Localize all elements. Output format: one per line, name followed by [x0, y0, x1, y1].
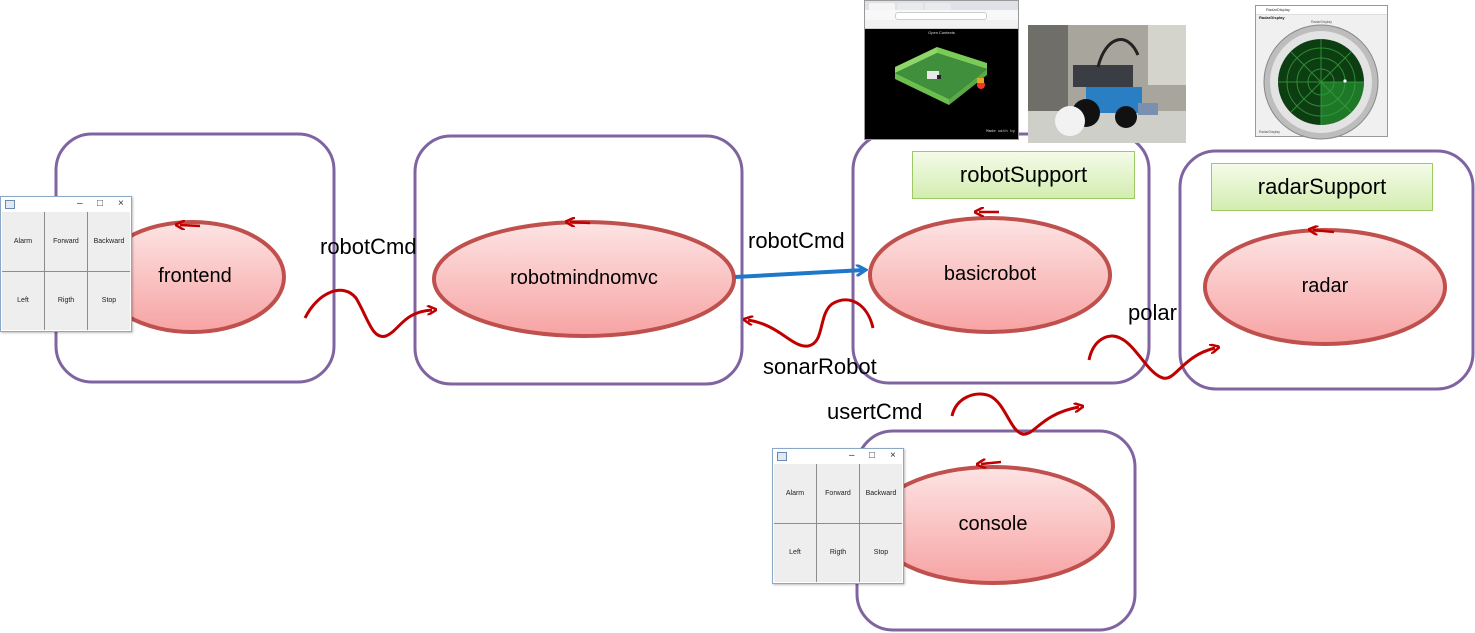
left-button[interactable]: Left	[2, 271, 44, 330]
context-robotmind	[413, 134, 744, 386]
backward-button[interactable]: Backward	[860, 464, 902, 523]
scene-3d	[895, 47, 987, 105]
msg-arrow-robotcmd-frontend	[303, 288, 432, 338]
control-window-console: – □ × Alarm Forward Backward Left Rigth …	[772, 448, 904, 584]
loop-arrow-console	[981, 462, 1002, 464]
msg-label-usertcmd: usertCmd	[827, 399, 923, 424]
msg-arrow-sonarrobot	[748, 298, 875, 348]
right-button[interactable]: Rigth	[45, 271, 87, 330]
forward-button[interactable]: Forward	[45, 212, 87, 271]
radar-window-titlebar: RadarDisplay	[1256, 6, 1387, 15]
button-grid: Alarm Forward Backward Left Rigth Stop	[2, 212, 130, 330]
radar-footer: RadarDisplay	[1259, 130, 1281, 134]
screenshot-radar-display: RadarDisplay RadarDisplay RadarDisplay R…	[1255, 5, 1388, 137]
window-titlebar: – □ ×	[773, 449, 903, 463]
msg-label-robotcmd-2: robotCmd	[748, 228, 845, 253]
backward-button[interactable]: Backward	[88, 212, 130, 271]
support-radar: radarSupport	[1211, 163, 1433, 211]
msg-label-robotcmd-1: robotCmd	[320, 234, 417, 259]
forward-button[interactable]: Forward	[817, 464, 859, 523]
scene-title: Open Contexts	[928, 30, 955, 35]
radar-window-title: RadarDisplay	[1266, 7, 1291, 12]
node-basicrobot	[868, 216, 1112, 334]
minimize-icon[interactable]: –	[77, 198, 83, 209]
window-titlebar: – □ ×	[1, 197, 131, 211]
close-icon[interactable]: ×	[118, 198, 124, 209]
stop-button[interactable]: Stop	[88, 271, 130, 330]
app-icon	[777, 452, 787, 461]
maximize-icon[interactable]: □	[869, 450, 876, 461]
maximize-icon[interactable]: □	[97, 198, 104, 209]
context-radar	[1178, 149, 1475, 391]
radar-caption: RadarDisplay	[1310, 20, 1332, 24]
minimize-icon[interactable]: –	[849, 450, 855, 461]
app-icon	[5, 200, 15, 209]
control-window-frontend: – □ × Alarm Forward Backward Left Rigth …	[0, 196, 132, 332]
node-label-robotmind: robotmindnomvc	[510, 267, 658, 289]
radar-window-subtitle: RadarDisplay	[1259, 15, 1285, 20]
right-button[interactable]: Rigth	[817, 523, 859, 582]
browser-tabs	[865, 1, 1018, 10]
node-label-frontend: frontend	[158, 265, 232, 287]
stop-button[interactable]: Stop	[860, 523, 902, 582]
msg-label-sonarrobot: sonarRobot	[763, 354, 877, 379]
screenshot-virtual-robot: Open Contexts Made with by	[864, 0, 1019, 140]
close-icon[interactable]: ×	[890, 450, 896, 461]
node-label-radar: radar	[1301, 275, 1349, 297]
scene-footer: Made with by	[986, 130, 1015, 134]
node-label-console: console	[958, 513, 1028, 535]
dispatch-arrow-robotcmd	[734, 270, 864, 279]
alarm-button[interactable]: Alarm	[2, 212, 44, 271]
support-robot: robotSupport	[912, 151, 1135, 199]
robot-photo-drawing	[1028, 25, 1186, 143]
bookmarks-bar	[865, 20, 1018, 29]
loop-arrow-frontend	[180, 225, 201, 226]
loop-arrow-radar	[1313, 230, 1335, 232]
button-grid: Alarm Forward Backward Left Rigth Stop	[774, 464, 902, 582]
photo-real-robot	[1028, 25, 1186, 143]
node-label-basicrobot: basicrobot	[943, 263, 1037, 285]
msg-arrow-polar	[1087, 334, 1215, 380]
left-button[interactable]: Left	[774, 523, 816, 582]
msg-label-polar: polar	[1128, 300, 1177, 325]
loop-arrow-robotmind	[570, 222, 591, 223]
msg-arrow-usertcmd	[950, 392, 1079, 436]
alarm-button[interactable]: Alarm	[774, 464, 816, 523]
address-bar	[895, 12, 987, 20]
